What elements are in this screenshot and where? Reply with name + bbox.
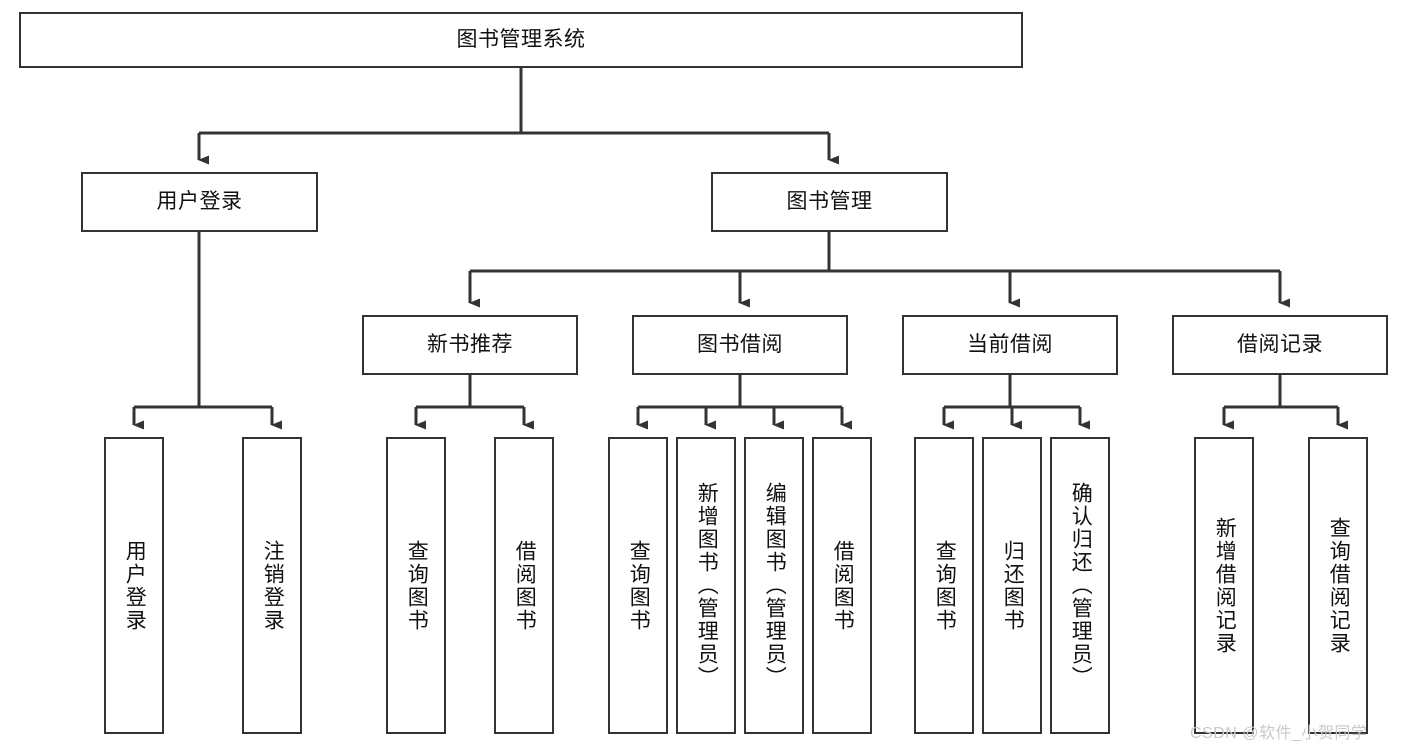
node-leaf-borrow-book-2[interactable]: 借阅图书 (812, 437, 872, 734)
node-leaf-confirm-return-label: 确认归还（管理员） (1069, 482, 1093, 689)
node-leaf-return-book-label: 归还图书 (1001, 539, 1025, 632)
node-current-borrow[interactable]: 当前借阅 (902, 315, 1118, 375)
node-leaf-add-book[interactable]: 新增图书（管理员） (676, 437, 736, 734)
node-leaf-add-record[interactable]: 新增借阅记录 (1194, 437, 1254, 734)
node-leaf-add-book-label: 新增图书（管理员） (695, 482, 719, 689)
node-current-borrow-label: 当前借阅 (967, 332, 1053, 356)
node-leaf-borrow-book-1-label: 借阅图书 (513, 539, 537, 632)
node-leaf-add-record-label: 新增借阅记录 (1213, 516, 1237, 655)
node-leaf-query-record-label: 查询借阅记录 (1327, 516, 1351, 655)
node-leaf-user-login[interactable]: 用户登录 (104, 437, 164, 734)
node-borrow-record-label: 借阅记录 (1237, 332, 1323, 356)
node-leaf-query-book-2[interactable]: 查询图书 (608, 437, 668, 734)
node-leaf-confirm-return[interactable]: 确认归还（管理员） (1050, 437, 1110, 734)
node-leaf-borrow-book-2-label: 借阅图书 (831, 539, 855, 632)
node-new-book-recommend-label: 新书推荐 (427, 332, 513, 356)
node-leaf-query-book-3-label: 查询图书 (933, 539, 957, 632)
node-leaf-borrow-book-1[interactable]: 借阅图书 (494, 437, 554, 734)
node-book-borrow[interactable]: 图书借阅 (632, 315, 848, 375)
node-leaf-query-book-1[interactable]: 查询图书 (386, 437, 446, 734)
node-leaf-edit-book[interactable]: 编辑图书（管理员） (744, 437, 804, 734)
node-book-borrow-label: 图书借阅 (697, 332, 783, 356)
node-root-label: 图书管理系统 (456, 27, 586, 51)
node-book-manage[interactable]: 图书管理 (711, 172, 948, 232)
node-root[interactable]: 图书管理系统 (19, 12, 1023, 68)
node-borrow-record[interactable]: 借阅记录 (1172, 315, 1388, 375)
node-leaf-user-login-label: 用户登录 (123, 539, 147, 632)
node-leaf-user-logout[interactable]: 注销登录 (242, 437, 302, 734)
node-leaf-query-record[interactable]: 查询借阅记录 (1308, 437, 1368, 734)
node-leaf-edit-book-label: 编辑图书（管理员） (763, 482, 787, 689)
node-leaf-return-book[interactable]: 归还图书 (982, 437, 1042, 734)
node-leaf-query-book-3[interactable]: 查询图书 (914, 437, 974, 734)
node-new-book-recommend[interactable]: 新书推荐 (362, 315, 578, 375)
node-leaf-query-book-2-label: 查询图书 (627, 539, 651, 632)
node-leaf-query-book-1-label: 查询图书 (405, 539, 429, 632)
csdn-watermark: CSDN @软件_小贺同学 (1190, 725, 1368, 742)
node-book-manage-label: 图书管理 (786, 189, 873, 213)
node-user-login-label: 用户登录 (156, 189, 243, 213)
node-user-login[interactable]: 用户登录 (81, 172, 318, 232)
node-leaf-user-logout-label: 注销登录 (261, 539, 285, 632)
